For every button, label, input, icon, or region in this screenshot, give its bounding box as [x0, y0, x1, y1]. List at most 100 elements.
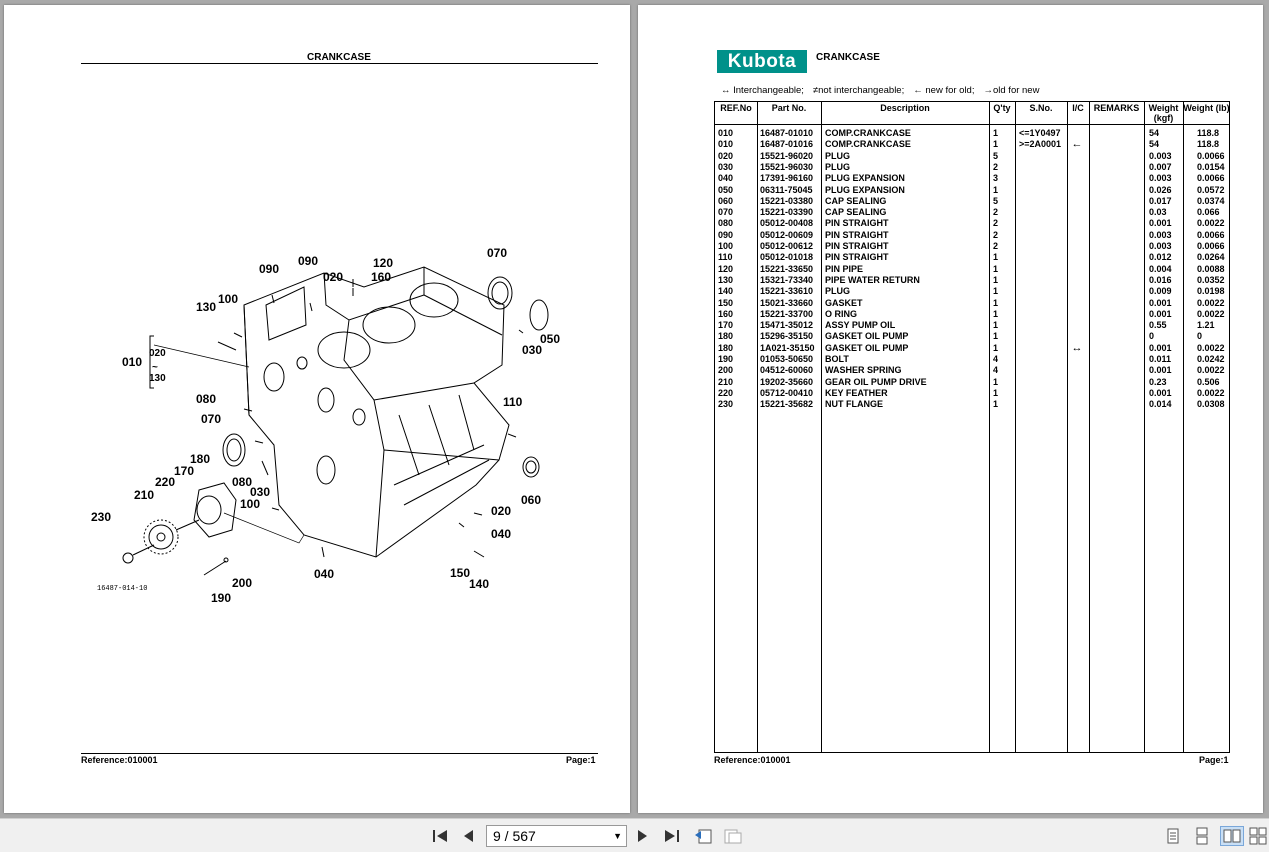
- two-page-continuous-icon[interactable]: [1248, 826, 1268, 846]
- cell-qty: 1: [993, 139, 999, 150]
- cell-lb: 0.0022: [1197, 342, 1225, 353]
- cell-part: 15521-96020: [760, 150, 814, 161]
- crankcase-outline: [243, 266, 510, 558]
- cell-qty: 3: [993, 173, 999, 184]
- reference: Reference:010001: [714, 755, 791, 765]
- cell-desc: PLUG: [825, 161, 851, 172]
- cell-kgf: 0.003: [1149, 229, 1172, 240]
- cell-part: 05012-00408: [760, 218, 814, 229]
- cell-part: 15296-35150: [760, 331, 814, 342]
- left-page-diagram: CRANKCASE: [4, 5, 630, 813]
- chevron-down-icon[interactable]: ▼: [613, 831, 622, 841]
- exploded-crankcase-diagram: 090 090 020 120 160 070 100 130 010 020 …: [91, 246, 560, 605]
- cell-kgf: 0.009: [1149, 286, 1172, 297]
- cell-part: 15221-33610: [760, 286, 814, 297]
- go-back-view-icon[interactable]: [692, 826, 714, 846]
- continuous-icon[interactable]: [1192, 826, 1212, 846]
- cell-part: 06311-75045: [760, 184, 813, 195]
- cell-part: 04512-60060: [760, 365, 814, 376]
- cell-ic: ←: [1071, 138, 1083, 151]
- callout-030: 030: [522, 343, 542, 357]
- footer-rule: [81, 753, 598, 754]
- col-desc: Description: [880, 103, 930, 113]
- page-title: CRANKCASE: [307, 52, 371, 63]
- cell-lb: 0.0198: [1197, 286, 1225, 297]
- cell-desc: GASKET OIL PUMP: [825, 342, 909, 353]
- cell-qty: 1: [993, 286, 999, 297]
- cell-qty: 2: [993, 229, 999, 240]
- cell-desc: PIN PIPE: [825, 263, 864, 274]
- cell-qty: 1: [993, 308, 999, 319]
- title-rule: [81, 63, 598, 64]
- cell-desc: PIPE WATER RETURN: [825, 274, 920, 285]
- viewer-toolbar: 9 / 567 ▼: [0, 818, 1269, 852]
- cell-ref: 060: [718, 195, 734, 206]
- cell-ref: 220: [718, 387, 734, 398]
- cell-kgf: 0.012: [1149, 252, 1172, 263]
- cell-desc: BOLT: [825, 354, 849, 364]
- cell-part: 15321-73340: [760, 274, 814, 285]
- cell-kgf: 0: [1149, 331, 1155, 342]
- cell-lb: 0.0066: [1197, 241, 1225, 251]
- cell-ref: 100: [718, 241, 734, 251]
- cell-desc: PLUG: [825, 286, 851, 297]
- callout-030-b: 030: [250, 485, 270, 499]
- col-part: Part No.: [771, 103, 807, 113]
- parts-table: REF.No Part No. Description Q'ty S.No. I…: [714, 101, 1230, 753]
- cell-qty: 2: [993, 207, 999, 218]
- svg-text:~: ~: [152, 362, 158, 373]
- last-page-icon[interactable]: [662, 826, 682, 846]
- cell-desc: WASHER SPRING: [825, 365, 902, 376]
- page-number: Page:1: [1199, 755, 1229, 765]
- cell-lb: 0.0242: [1197, 354, 1225, 364]
- callout-150: 150: [450, 566, 470, 580]
- callout-180: 180: [190, 452, 210, 466]
- cell-ic: ↔: [1071, 341, 1083, 354]
- ic-legend: ↔ Interchangeable;≠not interchangeable;←…: [721, 85, 1040, 96]
- cell-kgf: 0.003: [1149, 150, 1172, 161]
- next-page-icon[interactable]: [633, 826, 653, 846]
- cell-desc: GASKET: [825, 297, 863, 308]
- cell-kgf: 0.23: [1149, 376, 1167, 387]
- single-page-icon[interactable]: [1163, 826, 1183, 846]
- col-weight-kgf: Weight (kgf): [1148, 103, 1179, 123]
- cell-ref: 010: [718, 128, 734, 138]
- cell-lb: 0.0088: [1197, 263, 1225, 274]
- cell-ref: 110: [718, 252, 733, 263]
- cell-sno: <=1Y0497: [1019, 128, 1061, 138]
- cell-part: 17391-96160: [760, 173, 814, 184]
- cell-ref: 090: [718, 229, 734, 240]
- cell-qty: 1: [993, 274, 999, 285]
- cell-ref: 210: [718, 376, 734, 387]
- cell-part: 19202-35660: [760, 376, 814, 387]
- cell-lb: 0.066: [1197, 207, 1220, 218]
- callout-020-range: 020: [149, 348, 166, 359]
- prev-page-icon[interactable]: [458, 826, 478, 846]
- cell-kgf: 54: [1149, 139, 1160, 150]
- cell-qty: 1: [993, 320, 999, 331]
- go-forward-view-icon[interactable]: [722, 826, 744, 846]
- cell-qty: 4: [993, 365, 999, 376]
- callout-050: 050: [540, 332, 560, 346]
- page-number-input[interactable]: 9 / 567 ▼: [486, 825, 627, 847]
- cell-lb: 0.0154: [1197, 161, 1225, 172]
- cell-part: 16487-01010: [760, 128, 814, 138]
- cell-desc: O RING: [825, 308, 858, 319]
- cell-desc: CAP SEALING: [825, 195, 887, 206]
- two-page-icon[interactable]: [1220, 826, 1244, 846]
- cell-lb: 118.8: [1197, 128, 1220, 138]
- first-page-icon[interactable]: [430, 826, 450, 846]
- cell-part: 15221-03390: [760, 207, 814, 218]
- cell-lb: 0.0022: [1197, 365, 1225, 376]
- callout-130: 130: [196, 300, 216, 314]
